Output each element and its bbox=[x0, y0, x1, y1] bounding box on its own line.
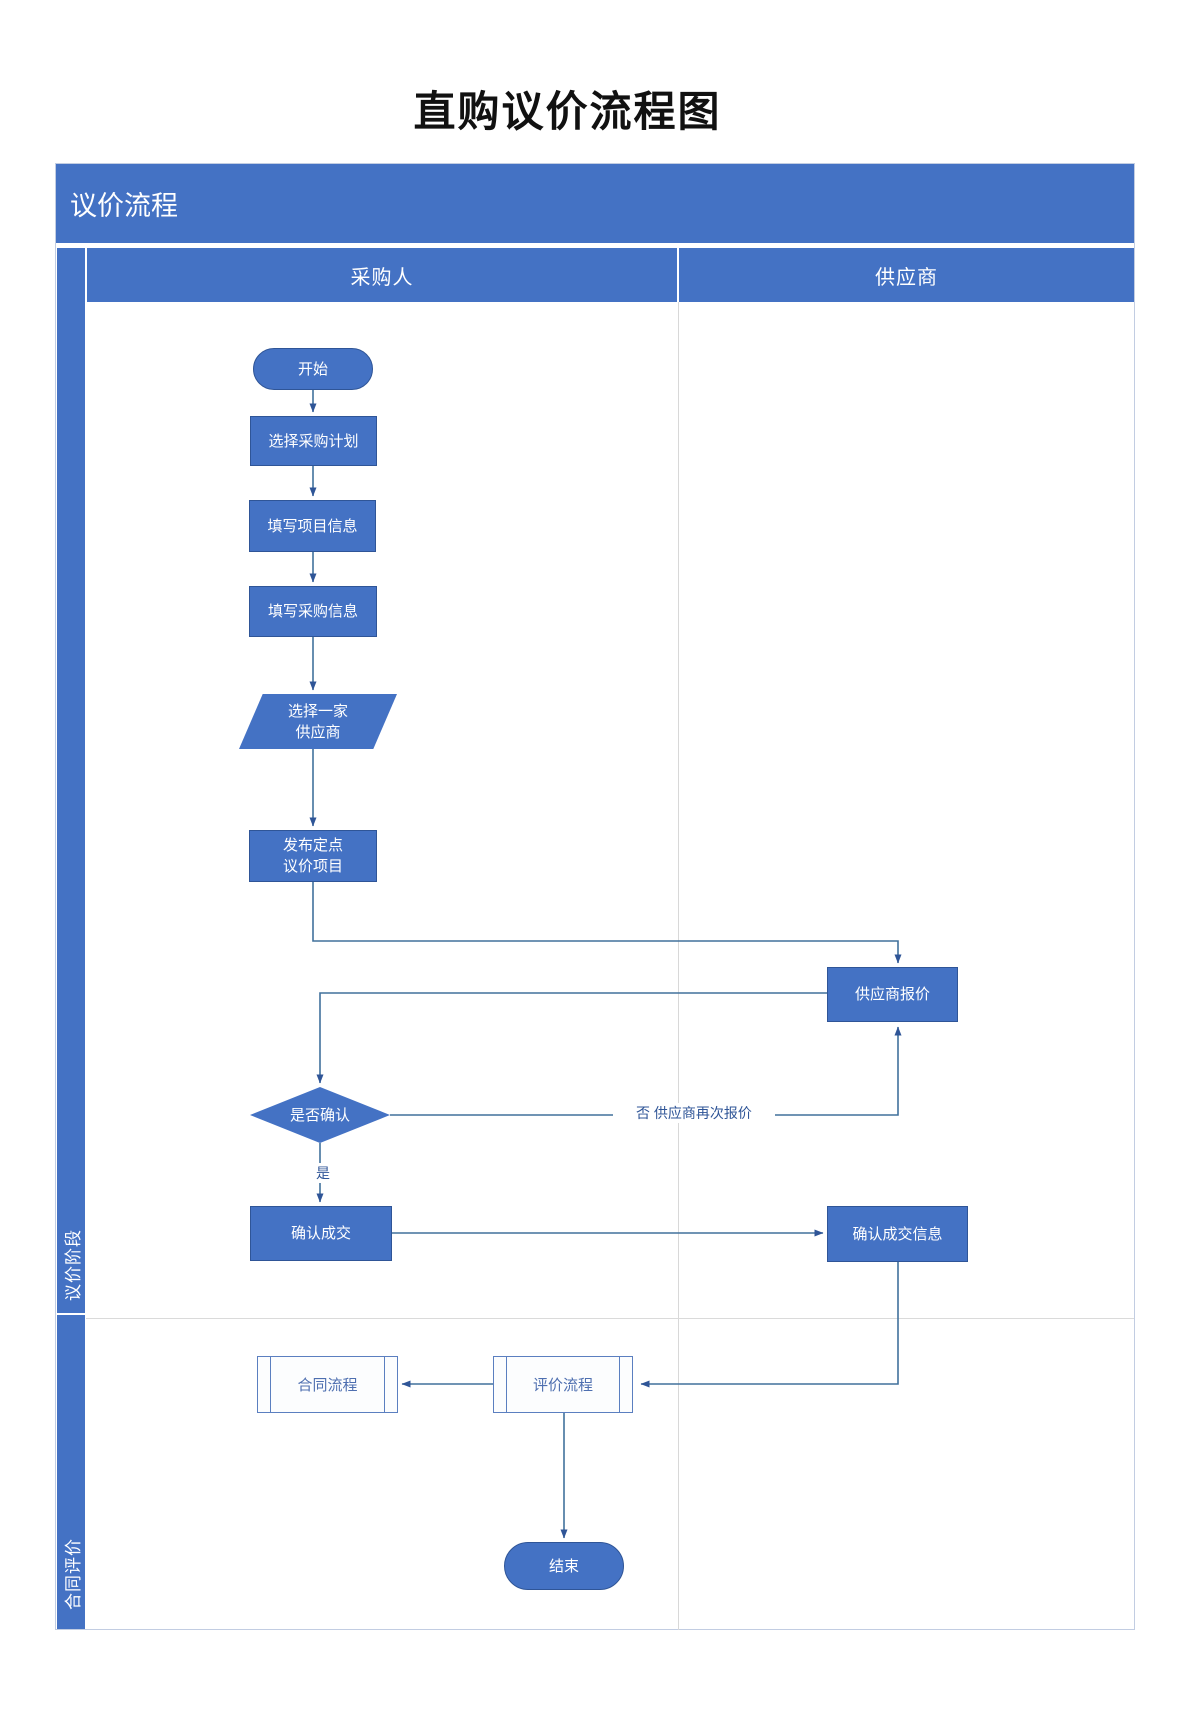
phase-divider bbox=[86, 1318, 1134, 1319]
subprocess-bar-icon bbox=[619, 1357, 620, 1412]
subprocess-bar-icon bbox=[384, 1357, 385, 1412]
node-evaluation-process: 评价流程 bbox=[493, 1356, 633, 1413]
edge-label-yes: 是 bbox=[305, 1163, 341, 1183]
node-confirm-deal: 确认成交 bbox=[250, 1206, 392, 1261]
node-end: 结束 bbox=[504, 1542, 624, 1590]
node-publish-project: 发布定点 议价项目 bbox=[249, 830, 377, 882]
subprocess-bar-icon bbox=[506, 1357, 507, 1412]
phase-label-contract: 合同评价 bbox=[63, 1538, 83, 1610]
node-start: 开始 bbox=[253, 348, 373, 390]
diagram-header: 议价流程 bbox=[56, 164, 1134, 245]
phase-label-negotiation: 议价阶段 bbox=[63, 1229, 83, 1301]
node-fill-purchase-info: 填写采购信息 bbox=[249, 586, 377, 637]
lane-header-supplier: 供应商 bbox=[679, 248, 1134, 302]
lane-header-purchaser: 采购人 bbox=[87, 248, 677, 302]
lane-divider bbox=[678, 302, 679, 1630]
node-confirm-deal-info: 确认成交信息 bbox=[827, 1206, 968, 1262]
page-title: 直购议价流程图 bbox=[413, 90, 722, 136]
node-select-supplier: 选择一家 供应商 bbox=[239, 694, 397, 749]
node-fill-project-info: 填写项目信息 bbox=[249, 500, 376, 552]
subprocess-label: 评价流程 bbox=[532, 1377, 593, 1394]
node-supplier-quote: 供应商报价 bbox=[827, 967, 958, 1022]
subprocess-bar-icon bbox=[270, 1357, 271, 1412]
subprocess-label: 合同流程 bbox=[297, 1377, 358, 1394]
node-contract-process: 合同流程 bbox=[257, 1356, 398, 1413]
phase-bar-negotiation bbox=[57, 248, 85, 1313]
node-select-plan: 选择采购计划 bbox=[250, 416, 377, 466]
edge-label-no: 否 供应商再次报价 bbox=[613, 1103, 775, 1123]
phase-bar-contract bbox=[57, 1315, 85, 1629]
